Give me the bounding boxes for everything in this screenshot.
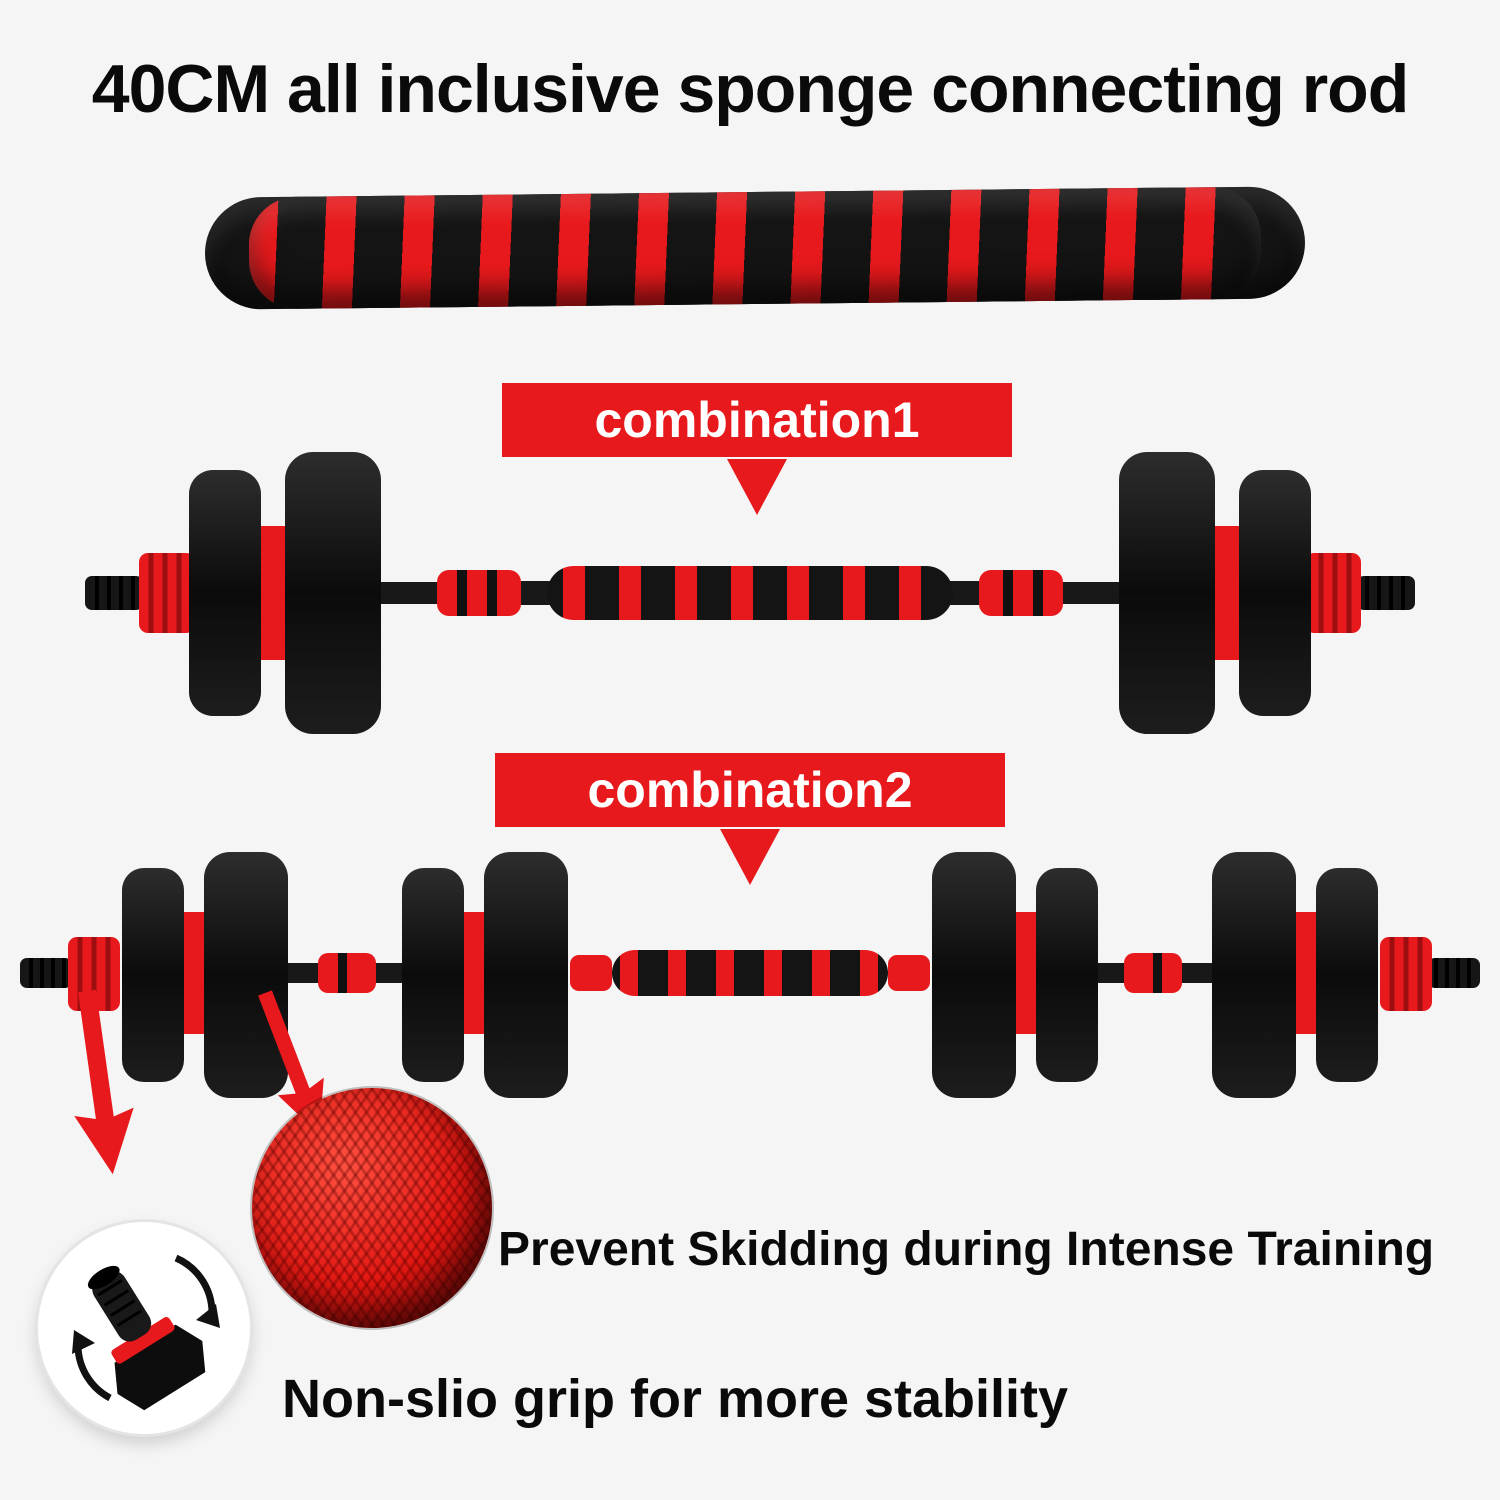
spinlock-nut-inset-image — [38, 1222, 250, 1434]
combination2-label: combination2 — [587, 762, 913, 818]
combination1-pointer-icon — [727, 459, 787, 515]
barbell-combination1-image — [85, 448, 1415, 738]
caption-anti-skid: Prevent Skidding during Intense Training — [498, 1223, 1435, 1276]
combination1-label: combination1 — [594, 392, 920, 448]
combination2-banner: combination2 — [495, 753, 1005, 827]
sponge-rod-stripes — [248, 186, 1262, 310]
rotation-arrows-icon — [72, 1254, 220, 1402]
caption-non-slip: Non-slio grip for more stability — [282, 1369, 1069, 1429]
grip-callout-arrows-icon — [74, 989, 324, 1175]
grip-texture-inset-image — [252, 1088, 492, 1328]
combination2-pointer-icon — [720, 829, 780, 885]
sponge-rod-image — [204, 186, 1306, 310]
barbell-combination2-image — [18, 838, 1482, 1108]
page-title: 40CM all inclusive sponge connecting rod — [91, 51, 1409, 127]
combination1-banner: combination1 — [502, 383, 1012, 457]
spinlock-nut-illustration — [72, 1254, 220, 1411]
